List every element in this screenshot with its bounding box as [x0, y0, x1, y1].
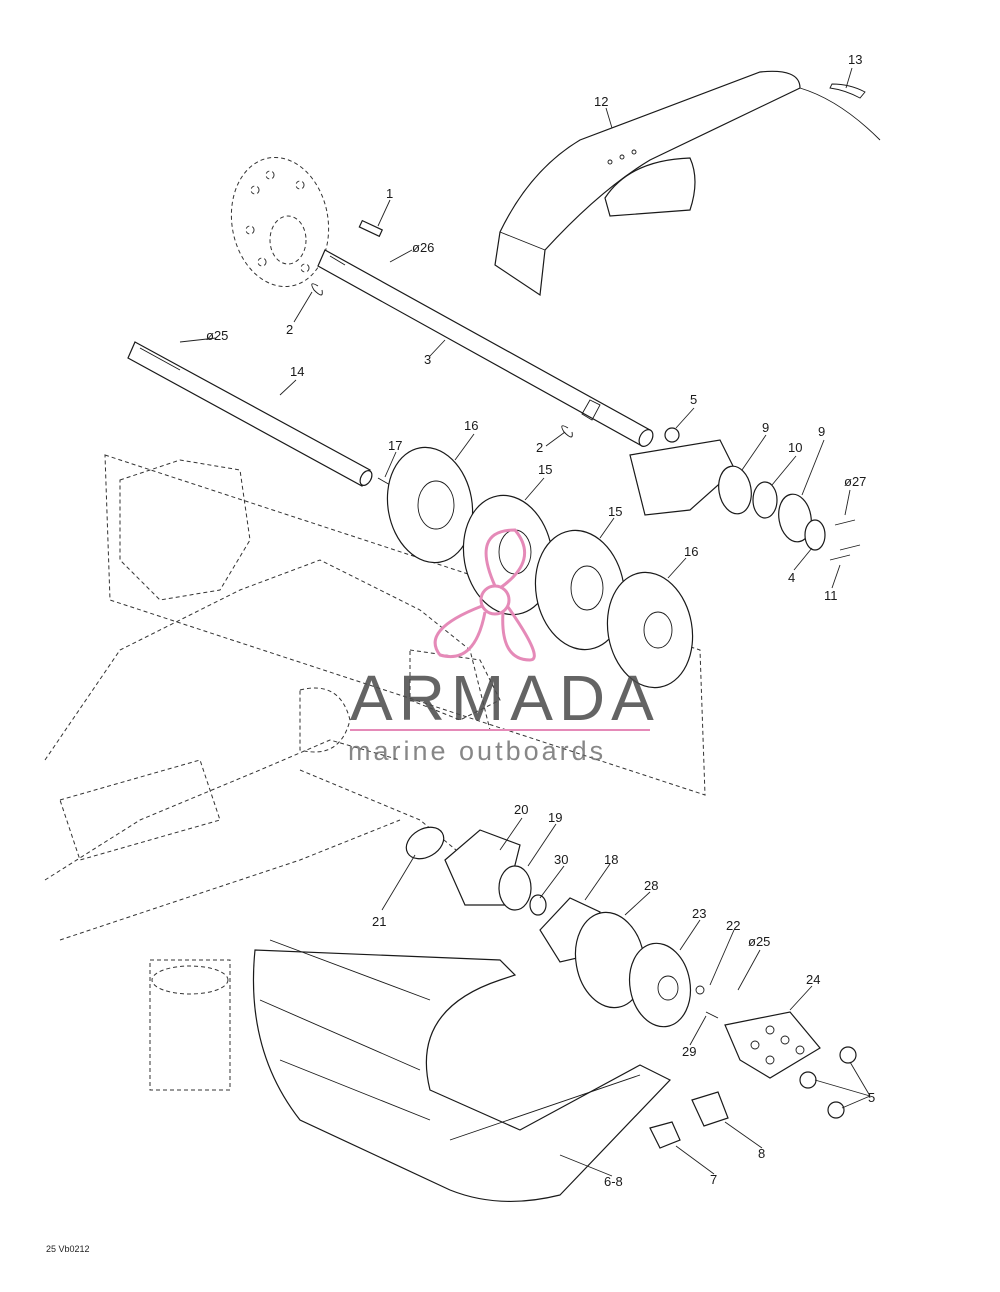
label-8: 8	[758, 1146, 765, 1161]
label-22: 22	[726, 918, 740, 933]
watermark-title: ARMADA	[350, 662, 660, 734]
propeller-logo-icon	[433, 528, 536, 662]
watermark-subtitle: marine outboards	[348, 736, 606, 766]
label-25-lower: ø25	[748, 934, 770, 949]
label-21: 21	[372, 914, 386, 929]
track-clip-7	[649, 1121, 681, 1149]
nut-a	[839, 1046, 857, 1064]
label-9-right: 9	[818, 424, 825, 439]
label-2-lower: 2	[536, 440, 543, 455]
drive-track	[252, 939, 671, 1203]
circlip-upper	[311, 283, 323, 296]
label-10: 10	[788, 440, 802, 455]
driven-axle	[127, 341, 373, 487]
sprocket-assembly	[386, 446, 694, 689]
key-part	[358, 219, 384, 238]
label-16-upper: 16	[464, 418, 478, 433]
label-1: 1	[386, 186, 393, 201]
circlip-lower	[561, 425, 573, 438]
label-12: 12	[594, 94, 608, 109]
label-30: 30	[554, 852, 568, 867]
frame-outline	[44, 454, 706, 1091]
brake-disc	[230, 156, 330, 288]
label-9-left: 9	[762, 420, 769, 435]
track-guard	[494, 70, 881, 297]
label-5-upper: 5	[690, 392, 697, 407]
label-20: 20	[514, 802, 528, 817]
label-18: 18	[604, 852, 618, 867]
label-23: 23	[692, 906, 706, 921]
label-16-lower: 16	[684, 544, 698, 559]
label-13: 13	[848, 52, 862, 67]
label-6-8: 6-8	[604, 1174, 623, 1189]
label-3: 3	[424, 352, 431, 367]
bearing-housing	[629, 427, 861, 561]
label-7: 7	[710, 1172, 717, 1187]
label-5-lower: 5	[868, 1090, 875, 1105]
watermark: ARMADA marine outboards	[348, 528, 660, 766]
label-15-upper: 15	[538, 462, 552, 477]
leader-lines	[179, 67, 871, 1177]
label-25-upper: ø25	[206, 328, 228, 343]
label-4: 4	[788, 570, 795, 585]
mounting-bracket	[724, 1011, 821, 1079]
nut-b	[799, 1071, 817, 1089]
diagram-reference-code: 25 Vb0212	[46, 1244, 90, 1254]
part-number-labels: 13 12 1 ø26 2 ø25 3 14 5 16 9 2 17 10 9 …	[206, 52, 875, 1189]
nut-c	[827, 1101, 845, 1119]
label-24: 24	[806, 972, 820, 987]
label-11: 11	[824, 588, 838, 603]
label-29: 29	[682, 1044, 696, 1059]
track-clip-8	[691, 1091, 729, 1127]
label-2-upper: 2	[286, 322, 293, 337]
label-28: 28	[644, 878, 658, 893]
clip-pin	[829, 83, 866, 99]
label-26: ø26	[412, 240, 434, 255]
label-19: 19	[548, 810, 562, 825]
label-15-lower: 15	[608, 504, 622, 519]
label-14: 14	[290, 364, 304, 379]
label-17: 17	[388, 438, 402, 453]
label-27: ø27	[844, 474, 866, 489]
drive-axle	[317, 249, 654, 447]
